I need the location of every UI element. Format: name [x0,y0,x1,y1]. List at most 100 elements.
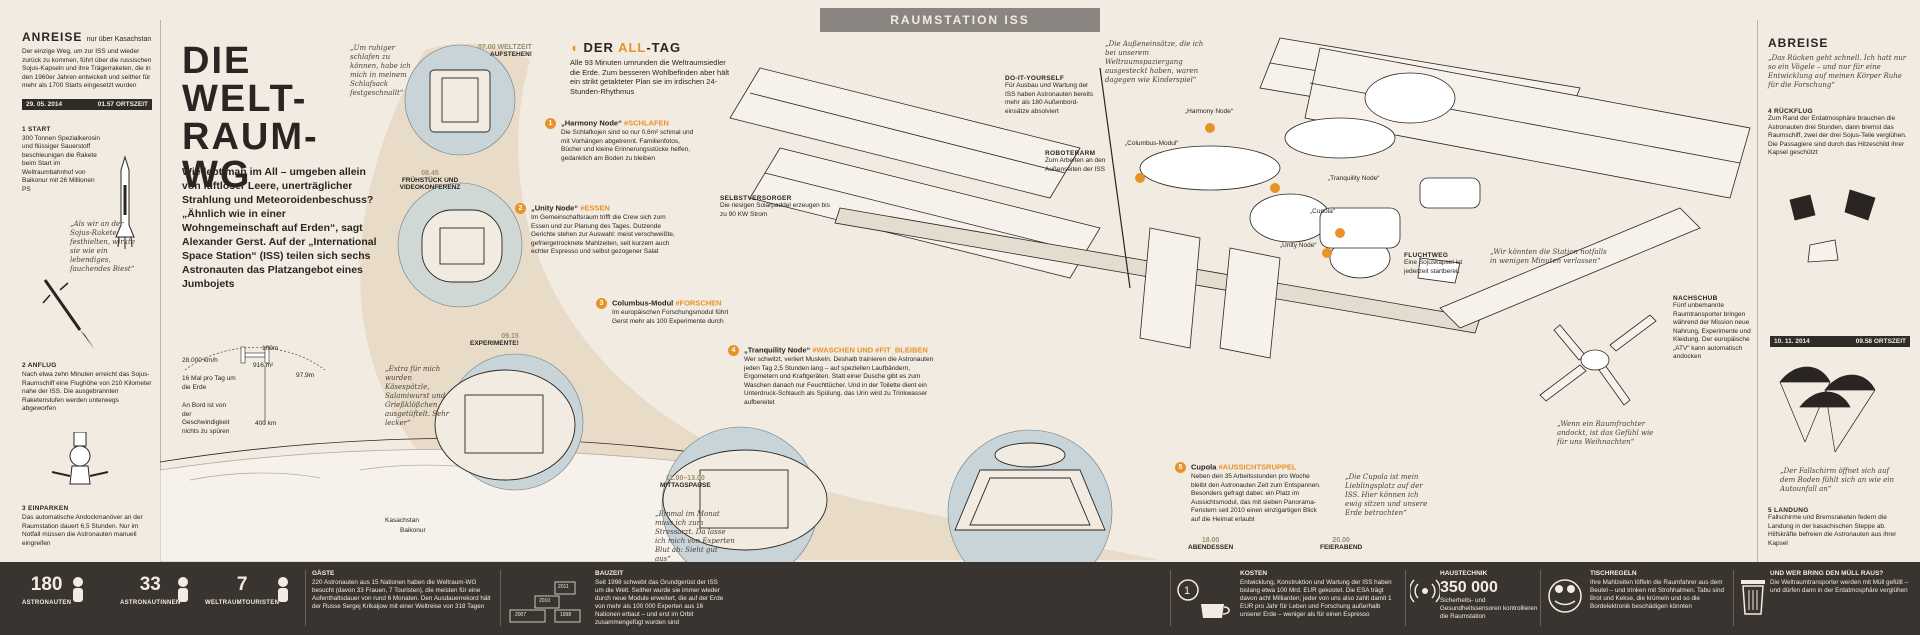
haustechnik-block: HAUSTECHNIK 350 000 Sicherheits- und Ges… [1440,570,1538,620]
num-1: 1 [545,118,556,129]
alltag-block: ◖ DER ALL-TAG Alle 93 Minuten umrunden d… [570,40,730,96]
banner-title: RAUMSTATION ISS [820,8,1100,32]
orbit-lap: 16 Mal pro Tag um die Erde [182,375,236,391]
svg-text:1: 1 [1184,585,1190,597]
label-harmony: „Harmony Node“ [1185,108,1234,115]
soyuz-capsule-illustration [51,432,109,485]
year-2011: 2011 [558,584,569,590]
label-kasachstan: Kasachstan [385,517,419,524]
stat-touristen: 7 WELTRAUMTOURISTEN [205,574,280,606]
bauzeit-block: BAUZEIT Seit 1998 schwebt das Grundgerüs… [595,570,724,626]
muell-block: UND WER BRING DEN MÜLL RAUS? Die Weltrau… [1770,570,1909,594]
orbit-diagram [184,346,326,425]
capsule-return-illustration [1789,189,1876,263]
anflug-block: 2 ANFLUG Nach etwa zehn Minuten erreicht… [22,362,152,414]
orbit-length: 97,9m [296,372,315,379]
orbit-height: 400 km [255,420,277,427]
time-mittag: 12.00–13.00 MITTAGSPAUSE [660,475,711,489]
fluchtweg-block: FLUCHTWEG Eine Sojuskapsel ist jederzeit… [1404,252,1463,275]
stat-astronauten: 180 ASTRONAUTEN [22,574,72,606]
start-text: 300 Tonnen Spezialkerosin und flüssiger … [22,134,100,193]
time-feierabend: 20.00 FEIERABEND [1320,537,1363,551]
quote-sleep: „Um ruhiger schlafen zu können, habe ich… [350,44,411,97]
atv-illustration [1539,314,1657,406]
sensor-icon [1410,579,1440,603]
label-unity: „Unity Node“ [1280,242,1317,249]
iss-station-illustration [729,37,1751,359]
selbstversorger-block: SELBSTVERSORGER Die riesigen Solarpaddel… [720,195,830,218]
trash-can-icon [1741,580,1765,615]
diy-block: DO-IT-YOURSELF Für Ausbau und Wartung de… [1005,75,1094,115]
stat-astronautinnen: 33 ASTRONAUTINNEN [120,574,181,606]
label-cupola: „Cupola“ [1310,208,1335,215]
orbit-width: 109m [262,345,279,352]
anreise-heading: ANREISE nur über Kasachstan [22,30,152,44]
einparken-heading: 3 EINPARKEN [22,505,69,512]
orbit-onboard: An Bord ist von der Geschwindigkeit nich… [182,402,230,435]
quote-abreise: „Das Rücken geht schnell. Ich hatt nur s… [1768,54,1907,89]
page-title-line1: DIE [182,40,252,82]
quote-atv: „Wenn ein Raumfrachter andockt, ist das … [1557,420,1654,446]
coffee-icon: 1 [1177,579,1230,618]
rueckflug-heading: 4 RÜCKFLUG [1768,108,1813,115]
time-abendessen: 18.00 ABENDESSEN [1188,537,1234,551]
num-2: 2 [515,203,526,214]
module-timeline-icon [509,581,581,623]
num-3: 3 [596,298,607,309]
num-5: 5 [1175,462,1186,473]
kosten-block: KOSTEN Entwicklung, Konstruktion und War… [1240,570,1392,618]
divider-left [160,20,161,562]
item-tranquility: 4„Tranquility Node“ #WASCHEN UND #FIT_BL… [728,345,938,407]
einparken-text: Das automatische Andockmanöver an der Ra… [22,514,143,547]
landung-block: 5 LANDUNG Fallschirme und Bremsraketen f… [1768,507,1897,547]
time-experimente: 09.15 EXPERIMENTE! [470,333,519,347]
tischregeln-block: TISCHREGELN Ihre Mahlzeiten löffeln die … [1590,570,1724,610]
anflug-text: Nach etwa zehn Minuten erreicht das Soju… [22,371,152,412]
item-unity: 2„Unity Node“ #ESSEN Im Gemeinschaftsrau… [515,203,680,257]
left-column: ANREISE nur über Kasachstan Der einzige … [22,30,152,194]
alltag-text: Alle 93 Minuten umrunden die Weltraumsie… [570,58,730,96]
quote-rocket: „Als wir an der Sojus-Rakete festhielten… [70,220,135,273]
astronaut-icons [73,577,288,602]
quote-eva: „Die Außeneinsätze, die ich bei unserem … [1105,40,1204,84]
roboterarm-block: ROBOTERARM Zum Arbeiten an den Außenseit… [1045,150,1106,173]
label-baikonur: Baikonur [400,527,426,534]
footer-stats: 180 ASTRONAUTEN 33 ASTRONAUTINNEN 7 WELT… [0,562,1920,635]
anflug-heading: 2 ANFLUG [22,362,57,369]
title-block: DIE WELT- RAUM-WG [182,42,382,194]
abreise-heading: ABREISE [1768,36,1829,50]
time-fruehstueck: 08.45 FRÜHSTÜCK UND VIDEOKONFERENZ [399,170,461,191]
rocket-stage-illustration [42,279,95,350]
item-harmony: 1„Harmony Node“ #SCHLAFEN Die Schlafkoje… [545,118,695,163]
label-columbus: „Columbus-Modul“ [1125,140,1179,147]
quote-cupola: „Die Cupola ist mein Lieblingsplatz auf … [1345,473,1428,517]
divider-right [1757,20,1758,562]
year-2007: 2007 [515,612,527,618]
rocket-illustration [115,155,135,249]
intro-text: Wie lebt man im All – umgeben allein von… [182,166,377,290]
quote-flucht: „Wir könnten die Station notfalls in wen… [1490,248,1607,265]
cookie-monster-icon [1548,579,1582,613]
page-title-line3: RAUM-WG [182,116,319,196]
start-heading: 1 START [22,125,51,133]
gaeste-block: GÄSTE 220 Astronauten aus 15 Nationen ha… [312,570,491,610]
year-2010: 2010 [539,598,551,604]
parachute-illustration [1779,366,1876,453]
quote-landing: „Der Fallschirm öffnet sich auf dem Bode… [1780,467,1894,493]
label-tranquility: „Tranquility Node“ [1328,175,1380,182]
alltag-heading: ◖ DER ALL-TAG [570,40,682,55]
time-aufstehen: 07.00 WELTZEIT AUFSTEHEN! [478,44,532,58]
anreise-text: Der einzige Weg, um zur ISS und wieder z… [22,48,152,89]
quote-food: „Extra für mich wurden Käsespätzle, Sala… [385,365,450,427]
background-art [160,43,1160,562]
page-title-line2: WELT- [182,78,308,120]
einparken-block: 3 EINPARKEN Das automatische Andockmanöv… [22,505,152,548]
quote-doctor: „Einmal im Monat muss ich zum Stressarzt… [655,510,735,563]
rueckflug-text: Zum Rand der Erdatmosphäre brauchen die … [1768,115,1907,156]
year-1998: 1998 [560,612,572,618]
orbit-depth: 916 m² [253,362,274,369]
